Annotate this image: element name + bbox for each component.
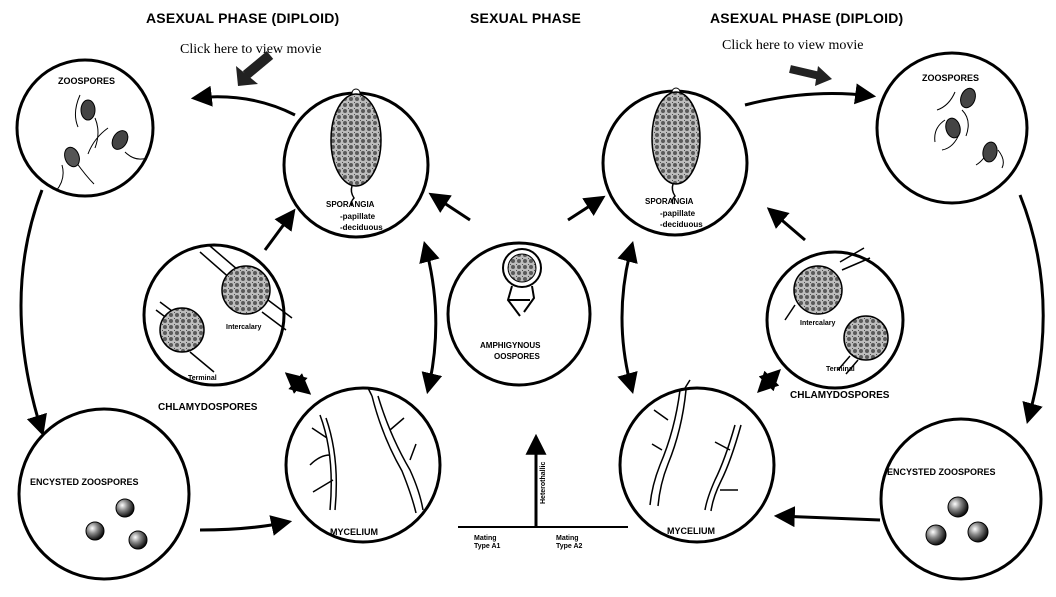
deciduous-left-label: -deciduous — [340, 223, 383, 232]
chlamydospores-right-label: CHLAMYDOSPORES — [790, 390, 889, 402]
mating-a2-line1: Mating — [556, 535, 579, 543]
view-movie-link-right[interactable]: Click here to view movie — [722, 38, 864, 54]
encysted-left-circle — [19, 409, 189, 579]
sporangia-left-label: SPORANGIA — [326, 200, 374, 209]
arrow-zoospores-to-encysted-left — [21, 190, 42, 432]
arrow-sporangia-to-zoospores-right — [745, 93, 872, 105]
arrow-sporangia-mycelium-left — [425, 245, 436, 390]
mycelium-left-circle — [286, 388, 440, 542]
zoospores-right-label: ZOOSPORES — [922, 73, 979, 83]
chlamydospores-left-label: CHLAMYDOSPORES — [158, 402, 257, 414]
arrow-sporangia-to-zoospores-left — [195, 97, 295, 115]
arrow-chlamy-to-sporangia-left — [265, 212, 293, 250]
asexual-phase-right-title: ASEXUAL PHASE (DIPLOID) — [710, 10, 903, 26]
arrow-encysted-to-mycelium-right — [778, 516, 880, 520]
arrow-sporangia-mycelium-right — [622, 245, 632, 390]
arrow-encysted-to-mycelium-left — [200, 522, 288, 530]
arrow-oospores-to-sporangia-left — [432, 195, 470, 220]
zoospores-left-label: ZOOSPORES — [58, 76, 115, 86]
terminal-left-label: Terminal — [188, 375, 217, 383]
movie-link-left-arrow-icon[interactable] — [236, 55, 270, 86]
mating-a1-line1: Mating — [474, 535, 497, 543]
intercalary-right-label: Intercalary — [800, 320, 835, 328]
papillate-left-label: -papillate — [340, 212, 375, 221]
encysted-zoospores-left-label: ENCYSTED ZOOSPORES — [30, 477, 139, 487]
mating-a2-line2: Type A2 — [556, 543, 582, 551]
terminal-right-label: Terminal — [826, 366, 855, 374]
deciduous-right-label: -deciduous — [660, 220, 703, 229]
arrow-oospores-to-sporangia-right — [568, 198, 602, 220]
encysted-zoospores-right-label: ENCYSTED ZOOSPORES — [887, 467, 996, 477]
sporangia-right-label: SPORANGIA — [645, 197, 693, 206]
sexual-phase-title: SEXUAL PHASE — [470, 10, 581, 26]
arrow-chlamy-mycelium-left — [288, 375, 308, 392]
mycelium-right-label: MYCELIUM — [667, 526, 715, 536]
asexual-phase-left-title: ASEXUAL PHASE (DIPLOID) — [146, 10, 339, 26]
movie-link-right-arrow-icon[interactable] — [790, 66, 832, 86]
arrow-chlamy-mycelium-right — [760, 372, 778, 390]
heterothallic-label: Heterothallic — [540, 462, 547, 504]
mating-a1-line2: Type A1 — [474, 543, 500, 551]
arrow-zoospores-to-encysted-right — [1020, 195, 1043, 420]
mycelium-left-label: MYCELIUM — [330, 527, 378, 537]
view-movie-link-left[interactable]: Click here to view movie — [180, 42, 322, 58]
papillate-right-label: -papillate — [660, 209, 695, 218]
arrow-chlamy-to-sporangia-right — [770, 210, 805, 240]
intercalary-left-label: Intercalary — [226, 324, 261, 332]
mycelium-right-circle — [620, 388, 774, 542]
amphigynous-label: AMPHIGYNOUS — [480, 341, 540, 350]
oospores-label: OOSPORES — [494, 352, 540, 361]
